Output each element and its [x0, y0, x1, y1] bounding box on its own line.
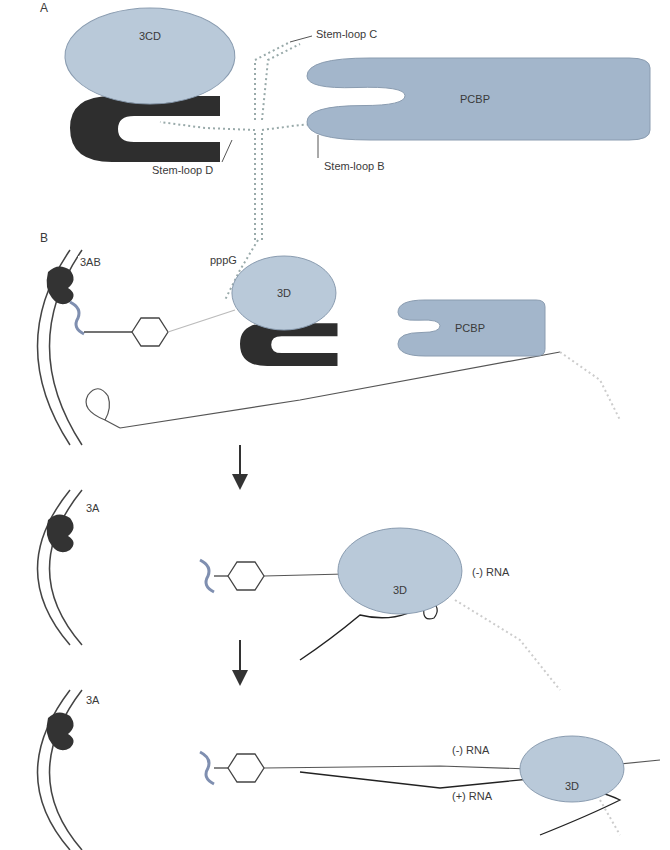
rna-strand	[120, 352, 560, 428]
vpg-peptide	[70, 302, 84, 334]
3d-ellipse: 3D	[338, 528, 462, 614]
protein-label: 3A	[84, 694, 101, 707]
3cd-ellipse: 3CD	[65, 8, 235, 104]
3d-ellipse: 3D	[232, 256, 336, 330]
node-fill	[338, 528, 462, 614]
vpg-linker	[70, 302, 214, 784]
protein-label: 3AB	[78, 256, 103, 269]
protein-name: 3D	[563, 780, 581, 792]
protein-name: 3D	[391, 584, 409, 596]
nucleotide-label: pppG	[208, 254, 239, 267]
rna-strand	[262, 122, 350, 240]
rna-strand	[262, 44, 300, 120]
rna-strand	[455, 600, 560, 690]
pcbp-shape: PCBP	[395, 300, 545, 356]
benzene-ring	[228, 754, 264, 782]
vpg-peptide	[200, 560, 214, 592]
rna-strand	[160, 122, 255, 240]
bond	[214, 767, 228, 768]
cre-stem-loop	[86, 389, 120, 428]
node-outline	[338, 528, 462, 614]
strand-label: (-) RNA	[450, 744, 491, 757]
protein-name: PCBP	[453, 322, 487, 334]
structure-label: Stem-loop B	[322, 160, 387, 173]
bond	[214, 575, 228, 576]
protein-label: 3A	[84, 502, 101, 515]
bond	[168, 310, 235, 332]
bond	[84, 331, 132, 332]
protein-blob	[47, 712, 74, 750]
node-outline	[520, 736, 624, 802]
benzene-ring	[228, 562, 264, 590]
rna-strand	[560, 352, 620, 420]
membrane-line	[50, 490, 83, 645]
leader-line	[290, 36, 312, 42]
node-fill	[398, 300, 545, 356]
vpg-peptide	[200, 752, 214, 784]
rna-strand	[255, 42, 290, 120]
3ab-protein	[47, 266, 74, 750]
strand-label: (-) RNA	[470, 566, 511, 579]
node-fill	[65, 8, 235, 104]
rna-strand	[264, 574, 345, 576]
node-fill	[232, 256, 336, 330]
3d-ellipse: 3D	[520, 736, 624, 802]
tyrosine-ring	[84, 310, 264, 782]
strand-label: (+) RNA	[450, 790, 494, 803]
rna-strand	[300, 772, 620, 835]
protein-name: 3CD	[137, 30, 163, 42]
panel-letter: A	[38, 2, 50, 15]
step-arrow	[239, 640, 241, 678]
rna-strand	[600, 800, 620, 835]
benzene-ring	[132, 318, 168, 346]
pcbp-shape: PCBP	[300, 58, 650, 140]
protein-name: PCBP	[458, 93, 492, 105]
panel-letter: B	[38, 232, 50, 245]
leader-line	[222, 140, 232, 162]
protein-name: 3D	[275, 287, 293, 299]
protein-blob	[47, 266, 74, 304]
step-arrow	[239, 445, 241, 482]
structure-label: Stem-loop D	[150, 164, 215, 177]
structure-label: Stem-loop C	[314, 28, 379, 41]
membrane	[38, 250, 83, 850]
3c-protein	[70, 96, 220, 162]
node-outline	[65, 8, 235, 104]
leader-line	[318, 135, 319, 158]
node-fill	[520, 736, 624, 802]
protein-blob	[47, 514, 74, 552]
node-fill	[307, 58, 650, 140]
